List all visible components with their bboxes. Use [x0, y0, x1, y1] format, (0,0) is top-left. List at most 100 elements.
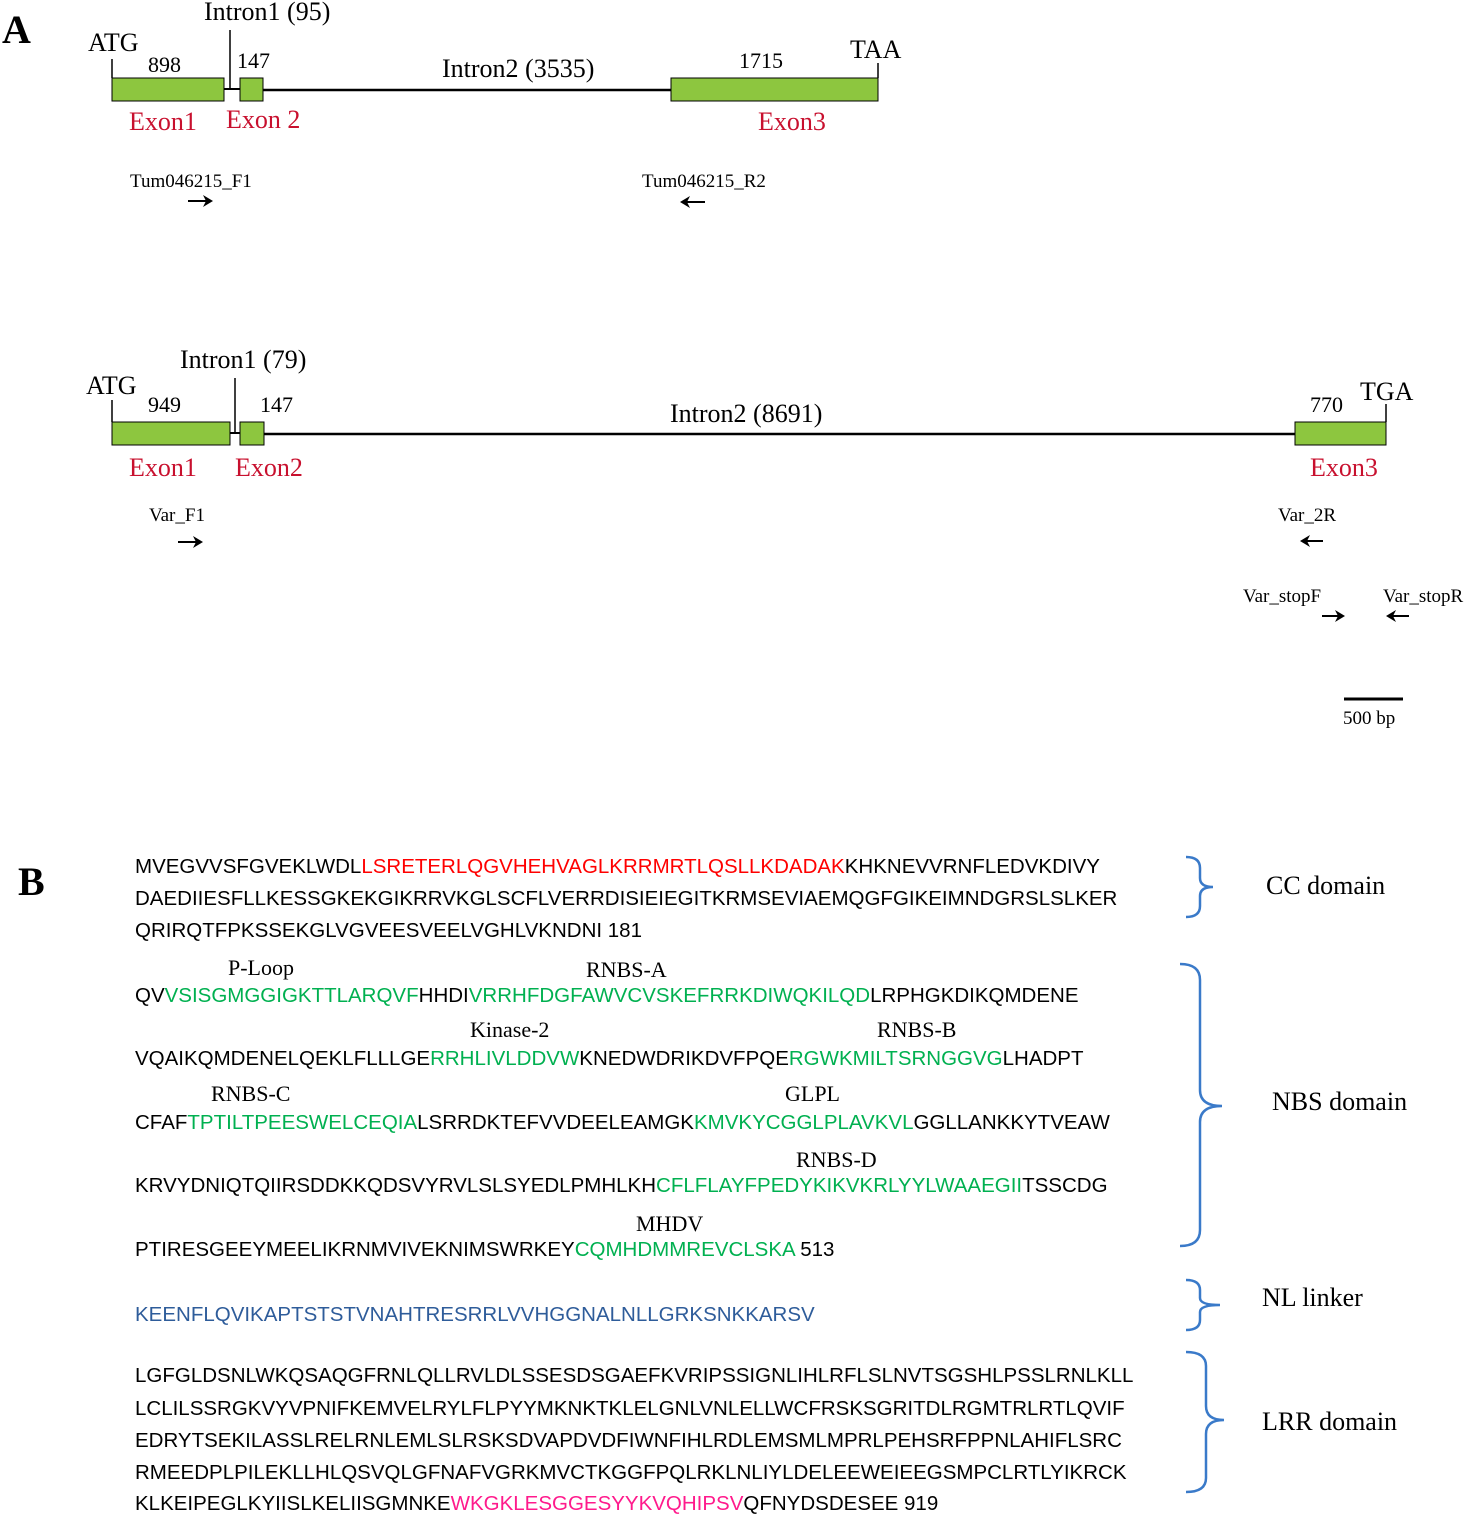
seq-segment: VRRHFDGFAWVCVSKEFRRKDIWQKILQD [468, 984, 871, 1007]
seq-segment: QFNYDSDESEE 919 [743, 1492, 939, 1515]
seq-segment: LGFGLDSNLWKQSAQGFRNLQLLRVLDLSSESDSGAEFKV… [135, 1364, 1134, 1387]
seq-segment: VQAIKQMDENELQEKLFLLLGE [135, 1047, 431, 1070]
gene2-exon2-length: 147 [260, 392, 293, 417]
gene1-primer-r-label: Tum046215_R2 [642, 171, 766, 192]
seq-segment: KHKNEVVRNFLEDVKDIVY [844, 855, 1100, 878]
nbs-domain-label: NBS domain [1272, 1087, 1408, 1116]
seq-line: KEENFLQVIKAPTSTSTVNAHTRESRRLVVHGGNALNLLG… [135, 1303, 815, 1326]
panel-a-label: A [2, 7, 31, 52]
gene1-exon3-label: Exon3 [758, 107, 826, 136]
gene2-exon2-label: Exon2 [235, 453, 303, 482]
seq-line: EDRYTSEKILASSLRELRNLEMLSLRSKSDVAPDVDFIWN… [135, 1429, 1122, 1452]
gene2-structure [111, 378, 1409, 622]
seq-segment: KLKEIPEGLKYIISLKELIISGMNKE [135, 1492, 451, 1515]
gene2-primer-f-label: Var_F1 [149, 505, 205, 526]
gene2-exon1-label: Exon1 [129, 453, 197, 482]
gene1-primer-f-label: Tum046215_F1 [130, 171, 252, 192]
seq-segment: EDRYTSEKILASSLRELRNLEMLSLRSKSDVAPDVDFIWN… [135, 1429, 1122, 1452]
motif-rnbsa-label: RNBS-A [586, 957, 667, 982]
seq-segment: CFLFLAYFPEDYKIKVKRLYYLWAAEGII [656, 1174, 1023, 1197]
seq-segment: MVEGVVSFGVEKLWDL [135, 855, 362, 878]
motif-mhdv-label: MHDV [636, 1211, 704, 1236]
nbs-domain-bracket [1179, 962, 1223, 1248]
seq-segment: CQMHDMMREVCLSKA [574, 1238, 795, 1261]
gene2-start-codon: ATG [86, 371, 137, 400]
seq-segment: KNEDWDRIKDVFPQE [579, 1047, 789, 1070]
seq-line: QRIRQTFPKSSEKGLVGVEESVEELVGHLVKNDNI 181 [135, 919, 642, 942]
seq-segment: KMVKYCGGLPLAVKVL [693, 1111, 914, 1134]
seq-segment: GGLLANKKYTVEAW [913, 1111, 1110, 1134]
lrr-domain-label: LRR domain [1262, 1407, 1398, 1436]
motif-kinase2-label: Kinase-2 [470, 1017, 550, 1042]
seq-segment: QV [135, 984, 165, 1007]
gene-structure-diagram: ATG 898 Intron1 (95) 147 Intron2 (3535) … [86, 0, 1464, 729]
seq-segment: DAEDIIESFLLKESSGKEKGIKRRVKGLSCFLVERRDISI… [135, 887, 1118, 910]
gene1-exon1-length: 898 [148, 52, 181, 77]
motif-ploop-label: P-Loop [228, 955, 294, 980]
gene2-exon3-box [1294, 421, 1387, 446]
cc-domain-label: CC domain [1266, 871, 1386, 900]
gene1-exon1-box [111, 77, 225, 102]
motif-rnbsc-label: RNBS-C [211, 1081, 291, 1106]
seq-line: DAEDIIESFLLKESSGKEKGIKRRVKGLSCFLVERRDISI… [135, 887, 1118, 910]
seq-segment: HHDI [418, 984, 469, 1007]
motif-rnbsd-label: RNBS-D [796, 1147, 877, 1172]
gene1-stop-codon: TAA [850, 35, 902, 64]
gene1-exon2-box [239, 77, 264, 102]
gene1-structure [111, 30, 879, 208]
seq-segment: PTIRESGEEYMEELIKRNMVIVEKNIMSWRKEY [135, 1238, 575, 1261]
motif-rnbsb-label: RNBS-B [877, 1017, 957, 1042]
seq-line: QVVSISGMGGIGKTTLARQVFHHDIVRRHFDGFAWVCVSK… [135, 984, 1079, 1007]
gene1-primer-r-arrow [680, 196, 705, 208]
gene2-primer-r-arrow [1300, 535, 1323, 547]
gene2-stop-codon: TGA [1360, 377, 1414, 406]
gene2-primer-stop-f-arrow [1322, 610, 1345, 622]
nl-linker-label: NL linker [1262, 1283, 1363, 1312]
gene2-intron2-label: Intron2 (8691) [670, 399, 822, 428]
gene2-primer-f-arrow [178, 536, 203, 548]
gene2-intron1-label: Intron1 (79) [180, 345, 306, 374]
seq-line: MVEGVVSFGVEKLWDLLSRETERLQGVHEHVAGLKRRMRT… [135, 855, 1100, 878]
seq-line: CFAFTPTILTPEESWELCEQIALSRRDKTEFVVDEELEAM… [135, 1111, 1110, 1134]
seq-line: LGFGLDSNLWKQSAQGFRNLQLLRVLDLSSESDSGAEFKV… [135, 1364, 1134, 1387]
gene1-intron2-label: Intron2 (3535) [442, 54, 594, 83]
seq-segment: LSRRDKTEFVVDEELEAMGK [417, 1111, 694, 1134]
gene1-exon3-length: 1715 [739, 48, 783, 73]
gene1-start-codon: ATG [88, 28, 139, 57]
seq-segment: RGWKMILTSRNGGVG [788, 1047, 1003, 1070]
seq-segment: LSRETERLQGVHEHVAGLKRRMRTLQSLLKDADAK [361, 855, 845, 878]
gene2-primer-stop-f-label: Var_stopF [1243, 586, 1321, 607]
seq-line: PTIRESGEEYMEELIKRNMVIVEKNIMSWRKEYCQMHDMM… [135, 1238, 834, 1261]
gene1-exon1-label: Exon1 [129, 107, 197, 136]
seq-segment: RMEEDPLPILEKLLHLQSVQLGFNAFVGRKMVCTKGGFPQ… [135, 1461, 1127, 1484]
gene1-exon2-label: Exon 2 [226, 105, 300, 134]
motif-glpl-label: GLPL [785, 1081, 840, 1106]
seq-segment: KRVYDNIQTQIIRSDDKKQDSVYRVLSLSYEDLPMHLKH [135, 1174, 657, 1197]
seq-segment: LCLILSSRGKVYVPNIFKEMVELRYLFLPYYMKNKTKLEL… [135, 1397, 1125, 1420]
gene2-exon3-label: Exon3 [1310, 453, 1378, 482]
seq-segment: CFAF [135, 1111, 188, 1134]
panel-b-label: B [18, 859, 45, 904]
seq-segment: TSSCDG [1022, 1174, 1108, 1197]
seq-segment: LRPHGKDIKQMDENE [870, 984, 1079, 1007]
gene2-exon1-box [111, 421, 231, 446]
seq-segment: RRHLIVLDDVW [430, 1047, 580, 1070]
seq-line: KLKEIPEGLKYIISLKELIISGMNKEWKGKLESGGESYYK… [135, 1492, 939, 1515]
gene2-exon3-length: 770 [1310, 392, 1343, 417]
gene1-exon3-box [670, 77, 879, 102]
seq-segment: VSISGMGGIGKTTLARQVF [164, 984, 419, 1007]
gene1-exon2-length: 147 [237, 48, 270, 73]
gene1-intron1-label: Intron1 (95) [204, 0, 330, 26]
seq-segment: WKGKLESGGESYYKVQHIPSV [450, 1492, 744, 1515]
seq-line: KRVYDNIQTQIIRSDDKKQDSVYRVLSLSYEDLPMHLKHC… [135, 1174, 1108, 1197]
seq-segment: QRIRQTFPKSSEKGLVGVEESVEELVGHLVKNDNI 181 [135, 919, 642, 942]
nl-linker-bracket [1185, 1278, 1221, 1332]
cc-domain-bracket [1185, 855, 1214, 919]
seq-segment: TPTILTPEESWELCEQIA [187, 1111, 418, 1134]
gene2-primer-stop-r-label: Var_stopR [1383, 586, 1464, 607]
gene2-primer-stop-r-arrow [1386, 610, 1409, 622]
seq-segment: KEENFLQVIKAPTSTSTVNAHTRESRRLVVHGGNALNLLG… [135, 1303, 815, 1326]
lrr-domain-bracket [1185, 1350, 1225, 1494]
seq-line: RMEEDPLPILEKLLHLQSVQLGFNAFVGRKMVCTKGGFPQ… [135, 1461, 1127, 1484]
